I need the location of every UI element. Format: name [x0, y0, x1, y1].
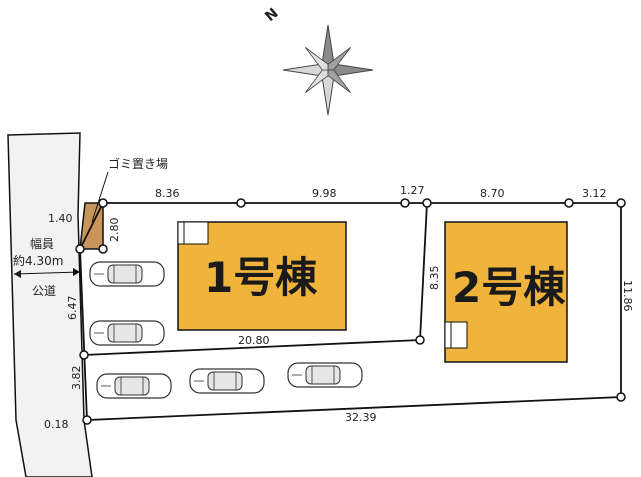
boundary-marker: [98, 244, 108, 254]
arrow-left-icon: [14, 270, 21, 278]
dim-top-5: 3.12: [582, 187, 607, 200]
dim-inner-side: 8.35: [428, 266, 441, 291]
dim-top-3: 1.27: [400, 184, 425, 197]
garbage-dim-height: 2.80: [108, 218, 121, 243]
public-road: [7, 132, 93, 477]
boundary-marker: [616, 198, 626, 208]
dim-left-bottom: 0.18: [44, 418, 69, 431]
boundary-marker: [75, 244, 85, 254]
dim-left-low: 3.82: [70, 366, 83, 391]
dim-top-1: 8.36: [155, 187, 180, 200]
garbage-label: ゴミ置き場: [108, 156, 168, 171]
boundary-marker: [400, 198, 410, 208]
dim-right-side: 11.86: [621, 280, 634, 312]
boundary-marker: [422, 198, 432, 208]
boundary-marker: [616, 392, 626, 402]
dim-top-2: 9.98: [312, 187, 337, 200]
boundary-marker: [564, 198, 574, 208]
road-label: 公道: [32, 284, 56, 298]
north-compass-icon: [282, 24, 374, 116]
car-icon: [89, 261, 165, 287]
dim-bottom: 32.39: [345, 411, 377, 424]
dim-top-4: 8.70: [480, 187, 505, 200]
garbage-dim-width: 1.40: [48, 212, 73, 225]
car-icon: [287, 362, 363, 388]
road-width-arrow: [13, 271, 81, 275]
building-1-porch: [177, 221, 209, 245]
boundary-marker: [98, 198, 108, 208]
car-icon: [189, 368, 265, 394]
car-icon: [89, 320, 165, 346]
building-2-label: 2号棟: [452, 263, 566, 312]
boundary-marker: [415, 335, 425, 345]
road-width-label-1: 幅員: [30, 236, 54, 251]
boundary-markers: [75, 198, 626, 425]
arrow-right-icon: [73, 268, 80, 276]
boundary-marker: [82, 415, 92, 425]
garbage-leader-line: [91, 171, 109, 223]
building-2-porch: [444, 321, 468, 349]
boundary-marker: [236, 198, 246, 208]
boundary-marker: [79, 350, 89, 360]
car-icon: [96, 373, 172, 399]
dim-lot1-bottom: 20.80: [238, 334, 270, 347]
building-1-label: 1号棟: [204, 253, 318, 302]
north-label: N: [262, 5, 281, 25]
road-width-label-2: 約4.30m: [13, 253, 63, 268]
dim-left-mid: 6.47: [66, 296, 79, 321]
